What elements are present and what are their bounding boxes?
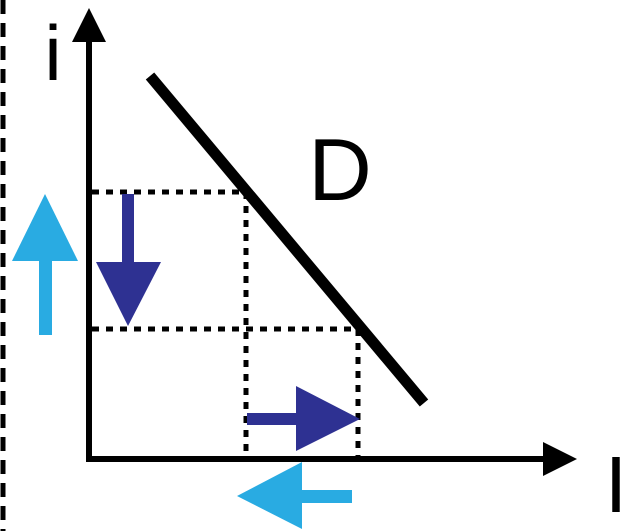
x-axis-label: I [605, 440, 621, 529]
arrow-down-icon [96, 194, 161, 326]
y-axis-arrowhead [72, 8, 106, 42]
arrow-left-icon [237, 462, 352, 529]
arrow-right-icon [247, 386, 360, 451]
arrow-up-icon [12, 194, 78, 335]
demand-curve [145, 72, 429, 407]
demand-curve-label: D [308, 120, 372, 219]
x-axis-arrowhead [543, 442, 577, 476]
guide-lines [92, 189, 361, 457]
y-axis-label: i [44, 9, 61, 97]
